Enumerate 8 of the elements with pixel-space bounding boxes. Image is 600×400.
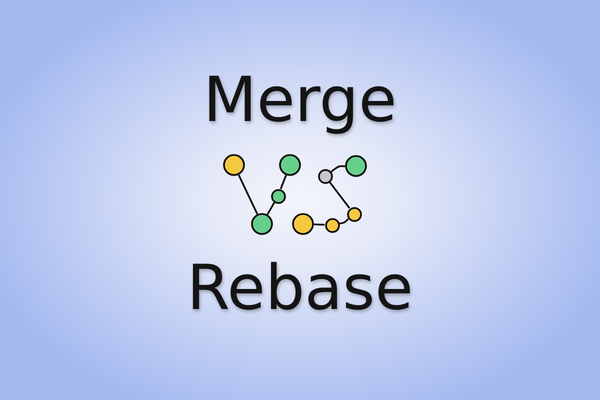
- connector-line: [328, 181, 350, 209]
- connector-line: [266, 202, 276, 215]
- connector-line: [238, 174, 258, 214]
- connector-line: [314, 223, 325, 226]
- heading-text: Rebase: [186, 257, 414, 319]
- connector-line: [280, 174, 287, 190]
- connector-line: [339, 218, 349, 224]
- connector-line: [330, 165, 346, 172]
